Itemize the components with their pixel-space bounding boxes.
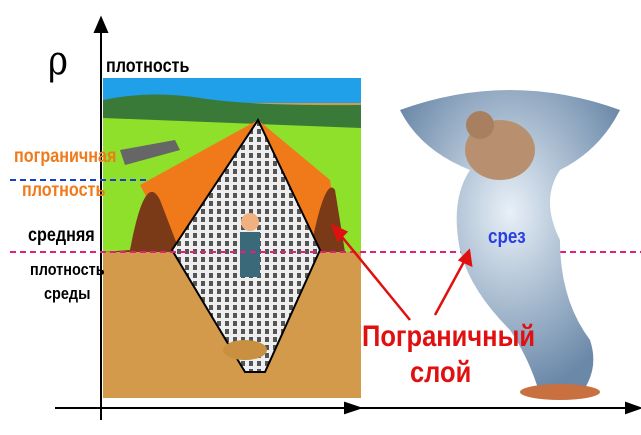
y-axis-symbol: ρ [48, 38, 68, 84]
boundary-layer-label-1: Пограничный [362, 320, 536, 353]
average-density-label-1: средняя [28, 225, 95, 246]
arrows [330, 223, 473, 321]
boundary-density-label-1: пограничная [14, 146, 117, 167]
cut-label: срез [488, 226, 526, 248]
axes [55, 15, 641, 420]
boundary-layer-label-2: слой [410, 356, 472, 389]
average-density-label-2: плотность [30, 260, 105, 279]
average-density-label-3: среды [44, 284, 91, 303]
boundary-density-label-2: плотность [22, 180, 106, 201]
y-axis-title: плотность [106, 56, 190, 77]
tornado [400, 90, 620, 400]
trench-picture [103, 78, 361, 398]
